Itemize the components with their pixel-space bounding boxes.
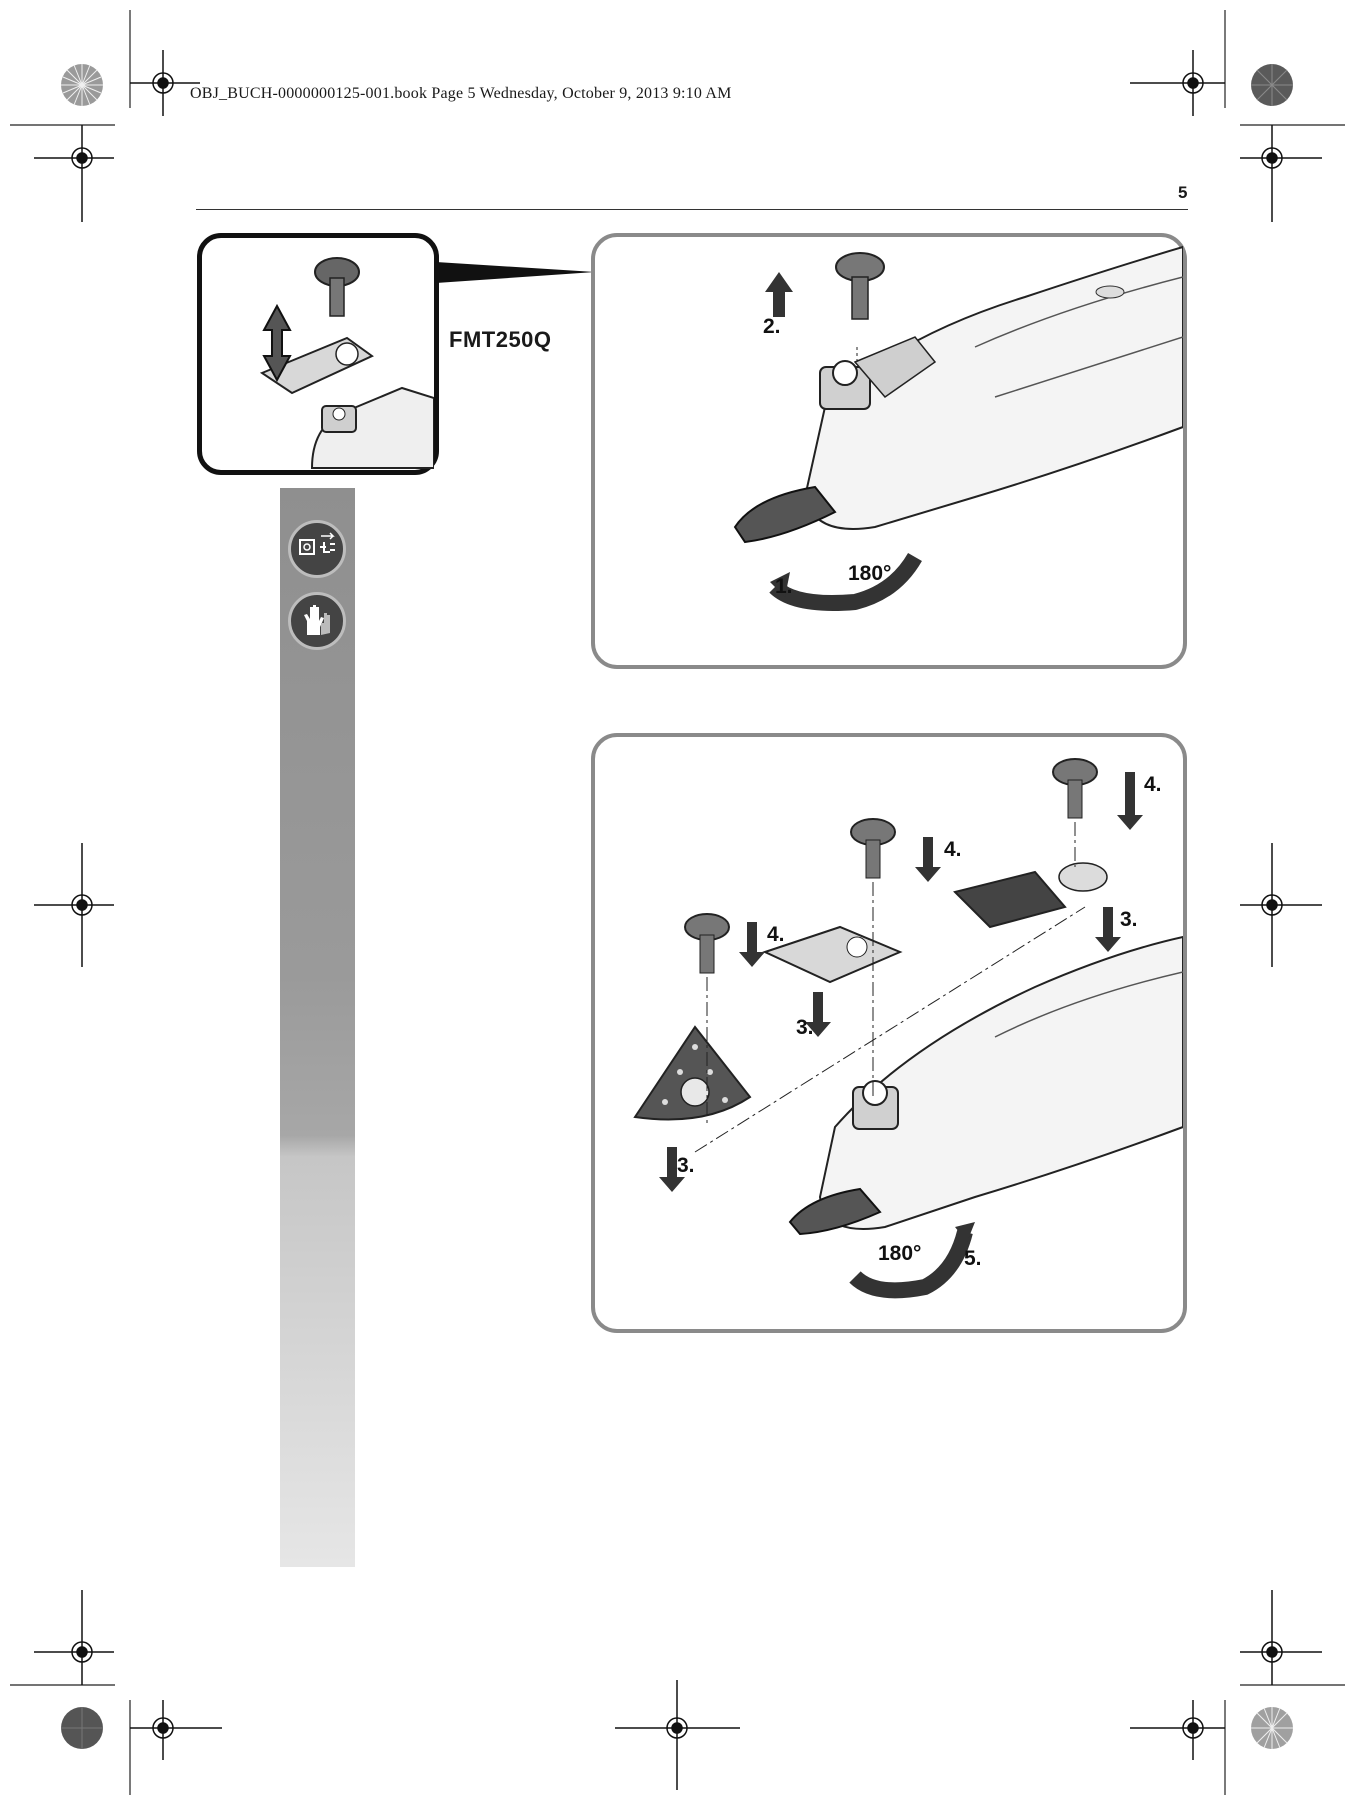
figure-panel-insert: 3. 3. 3. 4. 4. 4. 5. 180° <box>591 733 1187 1333</box>
step-label: 3. <box>796 1016 814 1039</box>
color-wheel-icon <box>61 1707 103 1749</box>
accessory-illustration <box>633 758 1183 1299</box>
step-label: 4. <box>1144 773 1162 796</box>
side-bar <box>280 488 355 1567</box>
crosshair-icon <box>130 1700 222 1760</box>
crosshair-icon <box>1240 1590 1322 1685</box>
step-label: 3. <box>1120 908 1138 931</box>
step-label: 3. <box>677 1154 695 1177</box>
gloves-icon <box>288 592 346 650</box>
crosshair-icon <box>34 125 114 222</box>
page-number: 5 <box>1178 183 1188 202</box>
crosshair-icon <box>615 1680 740 1790</box>
print-header: OBJ_BUCH-0000000125-001.book Page 5 Wedn… <box>190 85 732 102</box>
color-wheel-icon <box>1251 1707 1293 1749</box>
model-label: FMT250Q <box>449 327 552 352</box>
color-wheel-icon <box>1251 64 1293 106</box>
rotation-label: 180° <box>848 562 892 585</box>
step-label: 4. <box>767 923 785 946</box>
crosshair-icon <box>34 843 114 967</box>
figure-panel-remove: 2. 1. 180° <box>591 233 1187 669</box>
unplug-icon <box>288 520 346 578</box>
color-wheel-icon <box>61 64 103 106</box>
inset-illustration <box>259 257 434 469</box>
tool-illustration <box>733 245 1183 611</box>
crosshair-icon <box>1240 125 1322 222</box>
crosshair-icon <box>34 1590 114 1685</box>
header-rule <box>196 209 1188 210</box>
crosshair-icon <box>1130 1700 1225 1760</box>
inset-detail-panel <box>197 233 439 475</box>
step-label: 2. <box>763 315 781 338</box>
rotation-label: 180° <box>878 1242 922 1265</box>
crosshair-icon <box>1130 50 1225 116</box>
crosshair-icon <box>130 50 200 116</box>
step-label: 4. <box>944 838 962 861</box>
step-label: 1. <box>775 575 793 598</box>
step-label: 5. <box>964 1247 982 1270</box>
crosshair-icon <box>1240 843 1322 967</box>
registration-marks <box>34 50 1322 1790</box>
